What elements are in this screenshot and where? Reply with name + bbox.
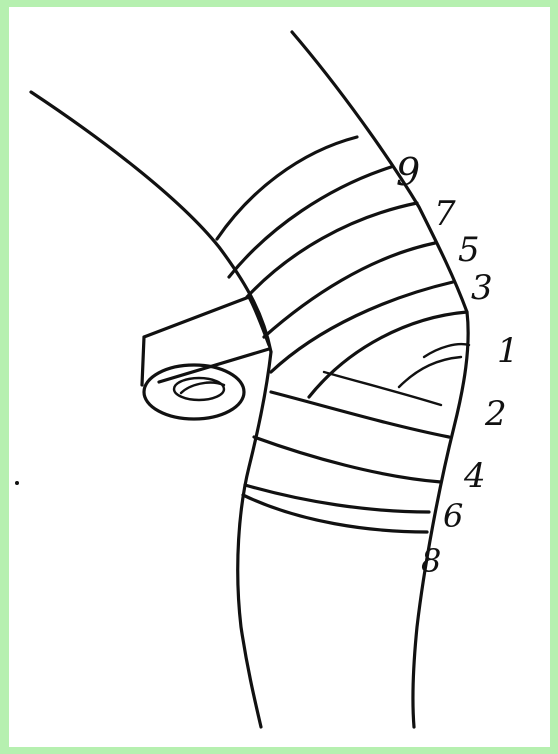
bandage-turn-3b bbox=[271, 282, 453, 372]
thigh-back-outline bbox=[31, 92, 271, 352]
stray-dot bbox=[15, 481, 19, 485]
bandage-roll-inner bbox=[181, 383, 224, 393]
turn-number-9: 9 bbox=[396, 150, 420, 194]
turn-number-1: 1 bbox=[497, 331, 519, 371]
knee-front-outline bbox=[292, 32, 468, 727]
bandage-turn-1 bbox=[309, 312, 467, 397]
turn-number-7: 7 bbox=[434, 194, 456, 234]
calf-back-outline bbox=[238, 352, 271, 727]
turn-number-3: 3 bbox=[471, 268, 493, 308]
turn-number-8: 8 bbox=[421, 542, 441, 580]
patella-turn-b bbox=[399, 357, 461, 387]
turn-number-4: 4 bbox=[463, 456, 486, 496]
diagram-frame: 9 7 5 3 1 2 4 6 8 bbox=[9, 7, 550, 747]
turn-number-5: 5 bbox=[458, 230, 480, 270]
bandage-turn-8 bbox=[243, 495, 427, 532]
bandage-roll-core bbox=[174, 378, 224, 400]
bandage-turn-7 bbox=[229, 167, 391, 277]
bandage-turn-5 bbox=[247, 203, 417, 297]
turn-number-6: 6 bbox=[443, 497, 463, 535]
knee-bandage-illustration: 9 7 5 3 1 2 4 6 8 bbox=[9, 7, 550, 747]
turn-number-2: 2 bbox=[484, 394, 507, 434]
patella-cross-line bbox=[324, 372, 441, 405]
bandage-turn-4 bbox=[254, 437, 441, 482]
patella-turn-a bbox=[424, 344, 469, 357]
bandage-turn-3 bbox=[264, 243, 435, 337]
bandage-turn-9 bbox=[217, 137, 357, 239]
